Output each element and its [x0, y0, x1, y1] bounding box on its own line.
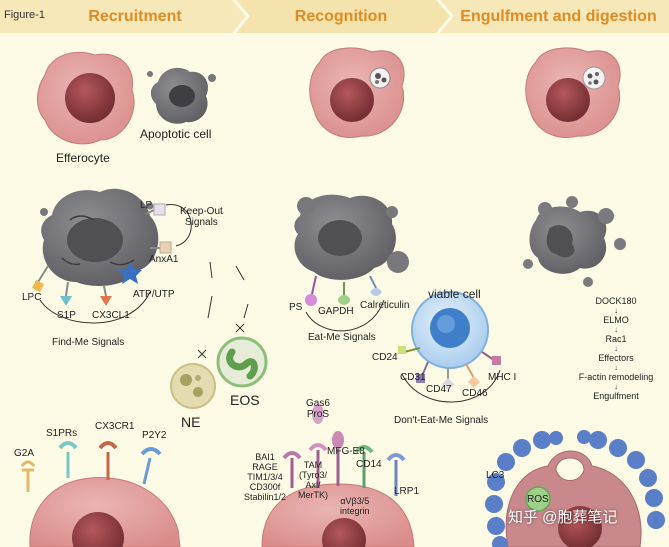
pathway-arrow: ↓: [614, 363, 618, 372]
apoptotic-cell: [147, 67, 216, 124]
efferocyte-label: Efferocyte: [56, 151, 110, 165]
efferocyte-nucleus: [65, 73, 115, 123]
bottom-center-efferocyte: [261, 404, 415, 547]
watermark-text: 知乎 @胞葬笔记: [508, 509, 618, 526]
pathway-step-engulfment: Engulfment: [593, 391, 639, 401]
anxa1-molecule: [159, 241, 172, 254]
bottom-right-efferocyte: [485, 430, 665, 547]
atp-utp-molecule: [118, 262, 142, 284]
integrin-label: αVβ3/5 integrin: [340, 496, 370, 516]
eat-me-label: Eat-Me Signals: [308, 332, 376, 343]
migration-dashes: [197, 261, 249, 359]
cd46-molecule: [468, 376, 480, 388]
ps-label: PS: [289, 302, 303, 313]
cd24-label: CD24: [372, 352, 398, 363]
viable-cell-label: viable cell: [428, 287, 481, 301]
cd46-label: CD46: [462, 388, 488, 399]
lp-label: LP: [140, 200, 153, 211]
pathway-step-elmo: ELMO: [603, 315, 629, 325]
eat-me-apoptotic-cell: [294, 194, 409, 332]
cd14-label: CD14: [356, 459, 382, 470]
mfg-e8-label: MFG-E8: [327, 446, 365, 457]
gapdh-label: GAPDH: [318, 306, 354, 317]
pathway-step-rac1: Rac1: [605, 334, 627, 344]
figure-label: Figure-1: [4, 9, 45, 21]
s1p-label: S1P: [57, 310, 76, 321]
ne-cell: [170, 363, 216, 409]
find-me-label: Find-Me Signals: [52, 337, 125, 348]
engulfment-pathway: DOCK180 ↓ ELMO ↓ Rac1 ↓ Effectors ↓ F-ac…: [560, 296, 669, 401]
ps-molecule: [305, 294, 317, 306]
atp-utp-label: ATP/UTP: [133, 289, 175, 300]
eos-cell: [216, 336, 268, 388]
keep-out-bracket: [165, 204, 192, 247]
lpc-label: LPC: [22, 292, 42, 303]
calreticulin-label: Calreticulin: [360, 300, 410, 311]
pathway-arrow: ↓: [614, 306, 618, 315]
mhc1-label: MHC I: [488, 372, 517, 383]
ros-label: ROS: [527, 494, 549, 505]
lrp1-label: LRP1: [394, 486, 420, 497]
cd31-label: CD31: [400, 372, 426, 383]
lc3-puncta: [485, 430, 665, 547]
pathway-step-factin: F-actin remodeling: [578, 372, 654, 382]
s1p-molecule: [60, 296, 72, 306]
find-me-bracket: [39, 291, 151, 324]
bottom-left-efferocyte: [20, 441, 181, 547]
cd47-label: CD47: [426, 384, 452, 395]
tam-label: TAM (Tyro3/ Axl/ MerTK): [298, 460, 328, 500]
cd31-molecule: [416, 374, 425, 383]
pathway-arrow: ↓: [614, 325, 618, 334]
pathway-step-dock180: DOCK180: [595, 296, 637, 306]
gapdh-molecule: [338, 295, 350, 305]
cd24-molecule: [398, 346, 406, 354]
bai1-group-label: BAI1 RAGE TIM1/3/4 CD300f Stabilin1/2: [244, 452, 287, 502]
cd47-molecule: [442, 378, 454, 390]
lpc-molecule: [32, 280, 44, 292]
viable-cell: [398, 291, 501, 403]
cx3cr1-label: CX3CR1: [95, 421, 135, 432]
s1prs-label: S1PRs: [46, 428, 78, 439]
anxa1-label: AnxA1: [149, 254, 179, 265]
digesting-efferocyte: [525, 47, 621, 138]
lp-molecule: [153, 203, 166, 216]
keep-out-label: Keep-Out Signals: [180, 206, 223, 228]
eos-label: EOS: [230, 392, 260, 408]
pathway-arrow: ↓: [614, 344, 618, 353]
gas6-pros-label: Gas6 ProS: [306, 398, 330, 420]
cx3cl1-label: CX3CL1: [92, 310, 130, 321]
lc3-label: LC3: [486, 470, 505, 481]
apoptotic-cell-label: Apoptotic cell: [140, 127, 212, 141]
mhc1-molecule: [492, 356, 501, 365]
pathway-arrow: ↓: [614, 382, 618, 391]
signaling-apoptotic-cell: [40, 188, 159, 286]
fragmented-apoptotic-cell: [523, 196, 626, 287]
pathway-step-effectors: Effectors: [598, 353, 634, 363]
p2y2-label: P2Y2: [142, 430, 167, 441]
header-recruitment: Recruitment: [88, 7, 182, 25]
g2a-label: G2A: [14, 448, 35, 459]
apoptotic-nucleus: [169, 85, 195, 107]
dont-eat-me-label: Don't-Eat-Me Signals: [394, 415, 489, 426]
ne-label: NE: [181, 414, 201, 430]
find-me-molecules: [32, 203, 172, 306]
calreticulin-molecule: [370, 288, 382, 296]
efferocyte-cell: [37, 51, 135, 145]
header-engulfment: Engulfment and digestion: [460, 7, 657, 25]
header-band: [0, 0, 669, 33]
recognition-efferocyte: [309, 47, 405, 138]
ros-vesicle: [525, 486, 551, 512]
header-recognition: Recognition: [294, 7, 388, 25]
cx3cl1-molecule: [100, 296, 112, 306]
